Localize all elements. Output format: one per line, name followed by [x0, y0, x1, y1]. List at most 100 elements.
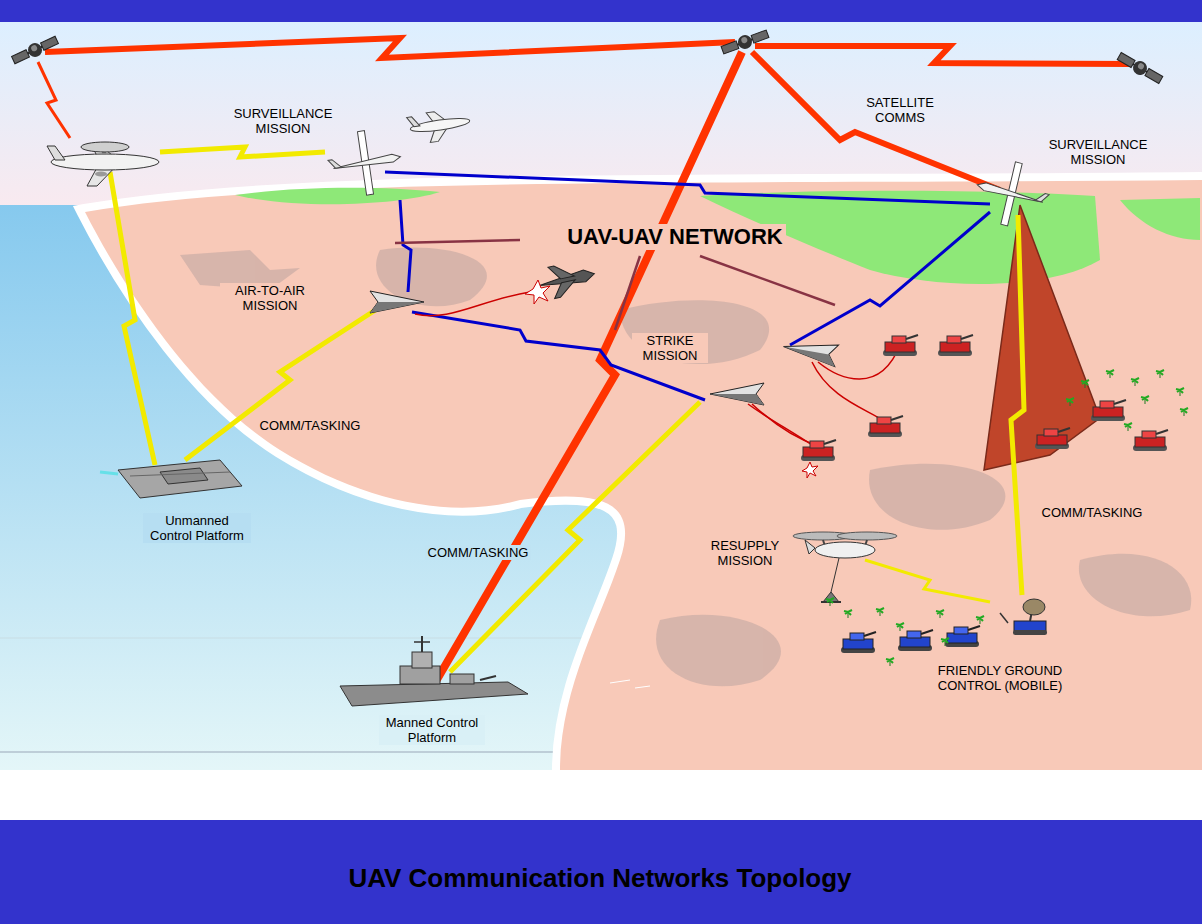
friendly-tank — [841, 632, 876, 653]
satellite-link — [432, 52, 742, 688]
comm-tasking-link — [865, 560, 990, 602]
ground-control-vehicle — [1000, 599, 1047, 635]
unmanned-control-ship — [160, 468, 208, 484]
vegetation — [936, 610, 944, 618]
ground-control-vehicle — [1014, 621, 1046, 631]
vegetation — [876, 608, 884, 616]
satellite — [720, 27, 770, 57]
link-label: COMM/TASKING — [257, 418, 364, 433]
terrain-shadow — [869, 464, 1005, 530]
surveillance-uav — [969, 154, 1055, 234]
uav-network-link — [790, 212, 990, 345]
manned-control-ship — [414, 641, 430, 643]
vegetation — [1141, 396, 1149, 404]
mission-label: SURVEILLANCE MISSION — [223, 106, 344, 136]
mission-label: SURVEILLANCE MISSION — [1038, 137, 1159, 167]
platform-label: Unmanned Control Platform — [143, 513, 251, 543]
enemy-tank — [1133, 430, 1168, 451]
satellite — [1116, 50, 1165, 86]
uav-network-link — [385, 172, 990, 400]
satellite — [10, 34, 59, 67]
manned-control-ship — [340, 636, 650, 706]
vegetation — [976, 616, 984, 624]
weapon-fire — [752, 404, 818, 446]
enemy-tank — [1035, 428, 1070, 449]
enemy-tank — [801, 440, 836, 461]
vegetation — [941, 638, 949, 646]
vegetation — [1081, 380, 1089, 388]
title-band — [0, 820, 1202, 924]
manned-control-ship — [610, 680, 650, 688]
ground-control-vehicle — [1023, 599, 1045, 615]
explosion — [525, 280, 550, 304]
airliner — [406, 107, 472, 145]
friendly-tank — [945, 626, 980, 647]
unmanned-control-ship — [100, 460, 242, 498]
manned-control-ship — [480, 676, 496, 680]
awacs-aircraft — [81, 142, 129, 152]
weapon-fire — [415, 292, 900, 446]
vegetation — [1156, 370, 1164, 378]
network-leader-line — [395, 240, 835, 330]
enemy-tank — [1091, 400, 1126, 421]
network-leader-line — [395, 240, 520, 243]
network-label: UAV-UAV NETWORK — [564, 224, 786, 250]
enemy-jet — [548, 262, 574, 281]
link-label: COMM/TASKING — [425, 545, 532, 560]
vegetation — [1124, 423, 1132, 431]
terrain-shadow — [620, 300, 769, 364]
vegetation — [896, 623, 904, 631]
vegetation — [826, 598, 834, 606]
awacs-aircraft — [51, 154, 159, 170]
network-leader-line — [700, 256, 835, 305]
comm-tasking-link — [450, 402, 700, 672]
vegetation — [844, 610, 852, 618]
resupply-helicopter — [805, 540, 815, 554]
mission-label: AIR-TO-AIR MISSION — [220, 283, 321, 313]
satellite-link — [38, 62, 70, 138]
strike-uav — [710, 383, 764, 405]
uav-network-link — [385, 172, 990, 204]
enemy-jet — [552, 280, 578, 299]
airliner — [407, 116, 420, 128]
link-label: SATELLITE COMMS — [855, 95, 946, 125]
comm-tasking-link — [185, 307, 380, 460]
satellite-link — [45, 38, 735, 58]
platform-label: FRIENDLY GROUND CONTROL (MOBILE) — [930, 663, 1071, 693]
terrain-shadow — [1079, 554, 1191, 617]
manned-control-ship — [340, 682, 528, 706]
weapon-fire — [415, 292, 530, 316]
vegetation — [1066, 398, 1074, 406]
comm-tasking-link — [110, 172, 155, 465]
enemy-tank — [868, 416, 903, 437]
horizon-rule — [0, 752, 560, 753]
air-to-air-uav — [370, 291, 424, 313]
sensor-beam — [984, 205, 1100, 470]
unmanned-control-ship — [100, 472, 118, 474]
manned-control-ship — [450, 674, 474, 684]
manned-control-ship — [412, 652, 432, 668]
resupply-helicopter — [837, 532, 897, 540]
top-band — [0, 0, 1202, 22]
resupply-helicopter — [815, 542, 875, 558]
link-label: COMM/TASKING — [1039, 505, 1146, 520]
resupply-helicopter — [831, 558, 839, 592]
weapon-fire — [812, 362, 885, 422]
enemy-tank — [883, 335, 918, 356]
comm-tasking-link — [1011, 215, 1024, 595]
horizon-rule — [0, 638, 600, 639]
enemy-tank — [938, 335, 973, 356]
awacs-aircraft — [95, 172, 107, 177]
satellite-link — [38, 38, 1130, 688]
ground-control-vehicle — [1013, 630, 1047, 635]
vegetation — [1180, 408, 1188, 416]
comm-tasking-link — [160, 147, 325, 157]
resupply-helicopter — [793, 532, 897, 602]
uav-network-link — [400, 200, 411, 292]
diagram-title: UAV Communication Networks Topology — [345, 863, 854, 894]
awacs-aircraft — [47, 146, 65, 160]
enemy-jet — [536, 258, 597, 301]
explosion — [525, 280, 550, 304]
